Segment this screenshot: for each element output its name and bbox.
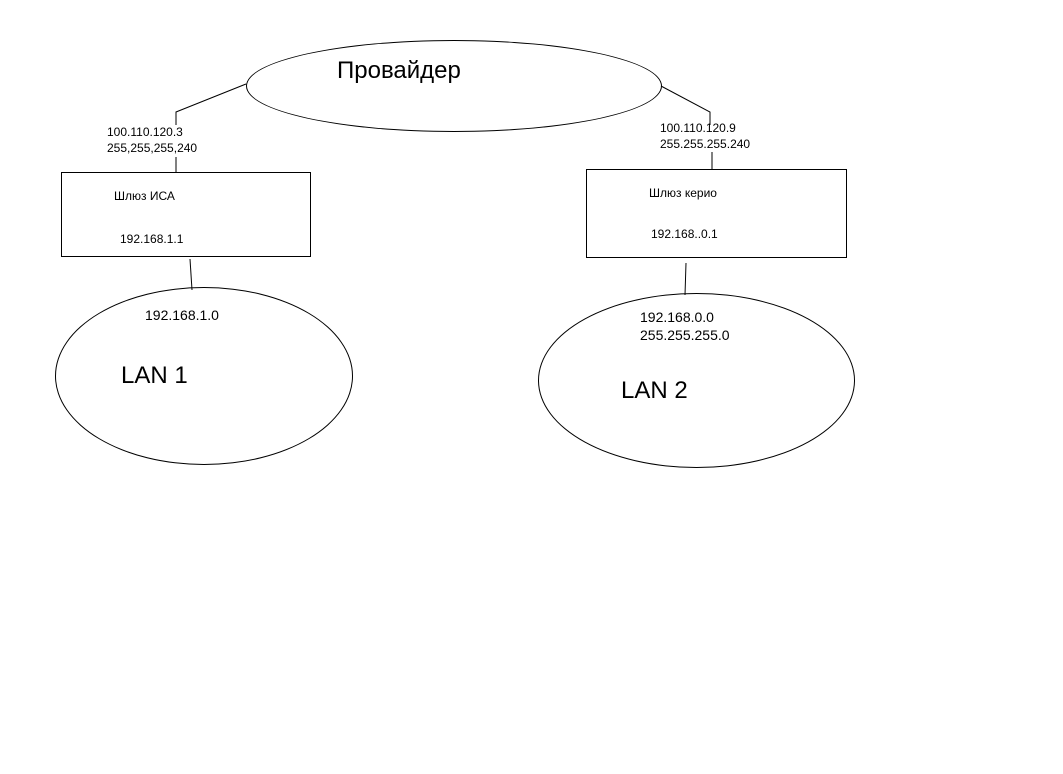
lan1-ellipse (55, 287, 353, 465)
lan1-network: 192.168.1.0 (145, 307, 219, 323)
kerio-gateway-name: Шлюз керио (649, 186, 717, 200)
lan2-label: LAN 2 (621, 377, 688, 404)
kerio-gateway-box: Шлюз керио 192.168..0.1 (586, 169, 847, 258)
link-provider-kerio (660, 85, 711, 125)
isa-gateway-name: Шлюз ИСА (114, 189, 175, 203)
link-provider-isa (175, 83, 247, 125)
lan2-network: 192.168.0.0 (640, 309, 714, 325)
provider-label: Провайдер (337, 57, 461, 84)
link-isa-lan1 (189, 258, 193, 291)
kerio-wan-mask: 255.255.255.240 (660, 137, 751, 151)
kerio-gateway-lan-ip: 192.168..0.1 (651, 227, 718, 241)
kerio-wan-ip: 100.110.120.9 (660, 121, 736, 135)
lan2-ellipse (538, 293, 855, 468)
lan1-label: LAN 1 (121, 362, 188, 389)
isa-gateway-box: Шлюз ИСА 192.168.1.1 (61, 172, 311, 257)
isa-wan-mask: 255,255,255,240 (107, 141, 198, 155)
provider-ellipse (246, 40, 662, 132)
link-kerio-lan2 (684, 262, 687, 296)
lan2-mask: 255.255.255.0 (640, 327, 730, 343)
isa-wan-ip: 100.110.120.3 (107, 125, 183, 139)
isa-gateway-lan-ip: 192.168.1.1 (120, 232, 184, 246)
